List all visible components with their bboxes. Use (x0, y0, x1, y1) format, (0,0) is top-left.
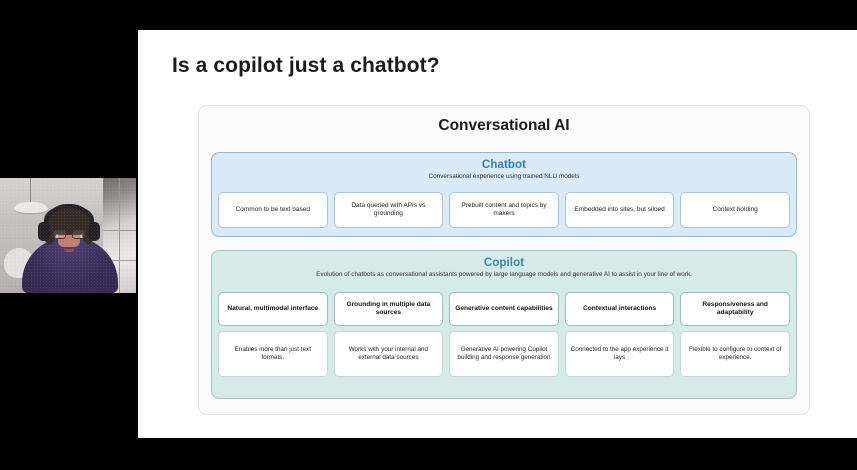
window-mullion (119, 178, 120, 293)
pendant-lamp-icon (14, 202, 48, 213)
copilot-section: Copilot Evolution of chatbots as convers… (211, 250, 797, 399)
copilot-detail-card: Enables more than just text formats. (218, 331, 328, 377)
chatbot-card-row: Common to be text based Data queried wit… (218, 192, 790, 228)
chatbot-card: Context holding (680, 192, 790, 228)
conversational-ai-card: Conversational AI Chatbot Conversational… (198, 105, 810, 415)
chatbot-section-subtitle: Conversational experience using trained … (428, 173, 580, 180)
copilot-detail-card: Connected to the app experience it lays (564, 331, 675, 377)
copilot-section-title: Copilot (483, 257, 525, 269)
copilot-header-card: Generative content capabilities (449, 292, 559, 326)
copilot-detail-card: Generative AI powering Copilot building … (449, 331, 559, 377)
copilot-header-card: Grounding in multiple data sources (333, 292, 444, 326)
conversational-ai-title: Conversational AI (438, 117, 570, 134)
copilot-header-card: Responsiveness and adaptability (680, 292, 790, 326)
copilot-detail-card: Works with your internal and external da… (333, 331, 444, 377)
pendant-lamp-cord (30, 178, 31, 204)
copilot-header-card-row: Natural, multimodal interface Grounding … (218, 292, 790, 326)
chatbot-section-title: Chatbot (481, 159, 527, 171)
copilot-header-card: Contextual interactions (564, 292, 675, 326)
shared-slide: Is a copilot just a chatbot? Conversatio… (138, 30, 857, 438)
headphone-earcup-left (38, 222, 50, 241)
headphone-earcup-right (88, 222, 100, 241)
copilot-detail-card-row: Enables more than just text formats. Wor… (218, 331, 790, 377)
copilot-detail-card: Flexible to configure to context of expe… (680, 331, 790, 377)
window-mullion (103, 260, 136, 261)
copilot-section-subtitle: Evolution of chatbots as conversational … (316, 271, 692, 278)
person-mouth (64, 249, 74, 252)
glasses-bridge (66, 234, 72, 235)
chatbot-card: Embedded into sites, but siloed (564, 192, 675, 228)
participant-video-tile[interactable] (0, 178, 136, 293)
chatbot-card: Prebuilt content and topics by makers (449, 192, 559, 228)
chatbot-card: Data queried with APIs vs grounding (333, 192, 444, 228)
glasses-lens-right (72, 230, 85, 239)
chatbot-card: Common to be text based (218, 192, 328, 228)
copilot-header-card: Natural, multimodal interface (218, 292, 328, 326)
glasses-lens-left (53, 230, 66, 239)
person-neck (58, 231, 80, 247)
page-title: Is a copilot just a chatbot? (172, 54, 440, 77)
window-mullion (103, 230, 136, 231)
chatbot-section: Chatbot Conversational experience using … (211, 152, 797, 237)
